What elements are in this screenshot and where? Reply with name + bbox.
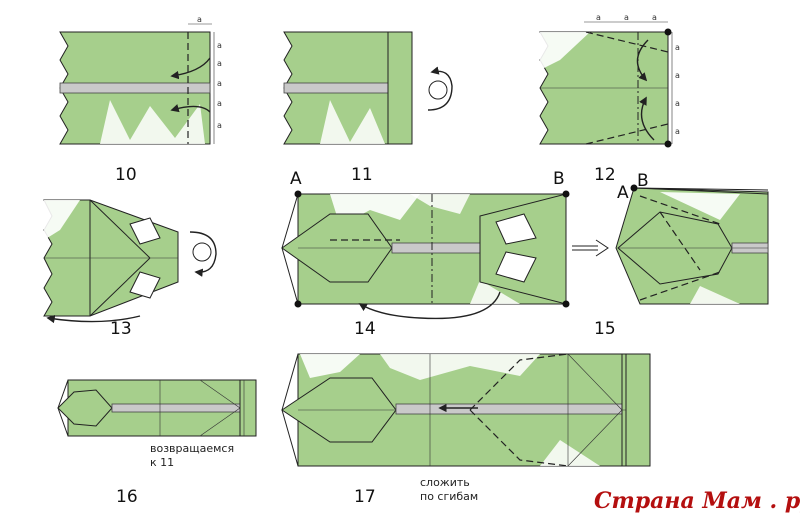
step-12-figure: a a a a a a a	[539, 13, 680, 148]
point-label-b: B	[637, 171, 649, 191]
dimension-label: a	[217, 99, 222, 108]
step-number-16: 16	[116, 487, 138, 507]
transition-arrow	[572, 239, 609, 257]
step-15-figure	[615, 184, 769, 305]
step-number-11: 11	[351, 165, 373, 185]
step-14-figure	[281, 190, 570, 320]
fold-note: по сгибам	[420, 490, 478, 503]
point-label-a: A	[290, 169, 302, 189]
dimension-label: a	[596, 13, 601, 22]
step-number-14: 14	[354, 319, 376, 339]
dimension-label: a	[675, 127, 680, 136]
step-16-figure	[57, 379, 257, 437]
dimension-label: a	[652, 13, 657, 22]
fold-note: сложить	[420, 476, 470, 489]
step-17-figure	[281, 353, 651, 467]
dimension-label: a	[217, 79, 222, 88]
step-number-13: 13	[110, 319, 132, 339]
return-note: возвращаемся	[150, 442, 234, 455]
return-note: к 11	[150, 456, 174, 469]
step-13-figure	[43, 199, 217, 324]
dimension-label: a	[675, 71, 680, 80]
dimension-label: a	[217, 121, 222, 130]
dimension-label: a	[197, 15, 202, 24]
point-label-a: A	[617, 183, 629, 203]
dimension-label: a	[624, 13, 629, 22]
step-number-10: 10	[115, 165, 137, 185]
dimension-label: a	[675, 99, 680, 108]
point-label-b: B	[553, 169, 565, 189]
site-watermark: Страна Мам . ру	[594, 488, 800, 514]
step-11-figure	[283, 31, 453, 145]
step-number-15: 15	[594, 319, 616, 339]
dimension-label: a	[675, 43, 680, 52]
step-number-17: 17	[354, 487, 376, 507]
dimension-label: a	[217, 41, 222, 50]
dimension-label: a	[217, 59, 222, 68]
step-10-figure: a a a a a a	[59, 15, 222, 145]
step-number-12: 12	[594, 165, 616, 185]
